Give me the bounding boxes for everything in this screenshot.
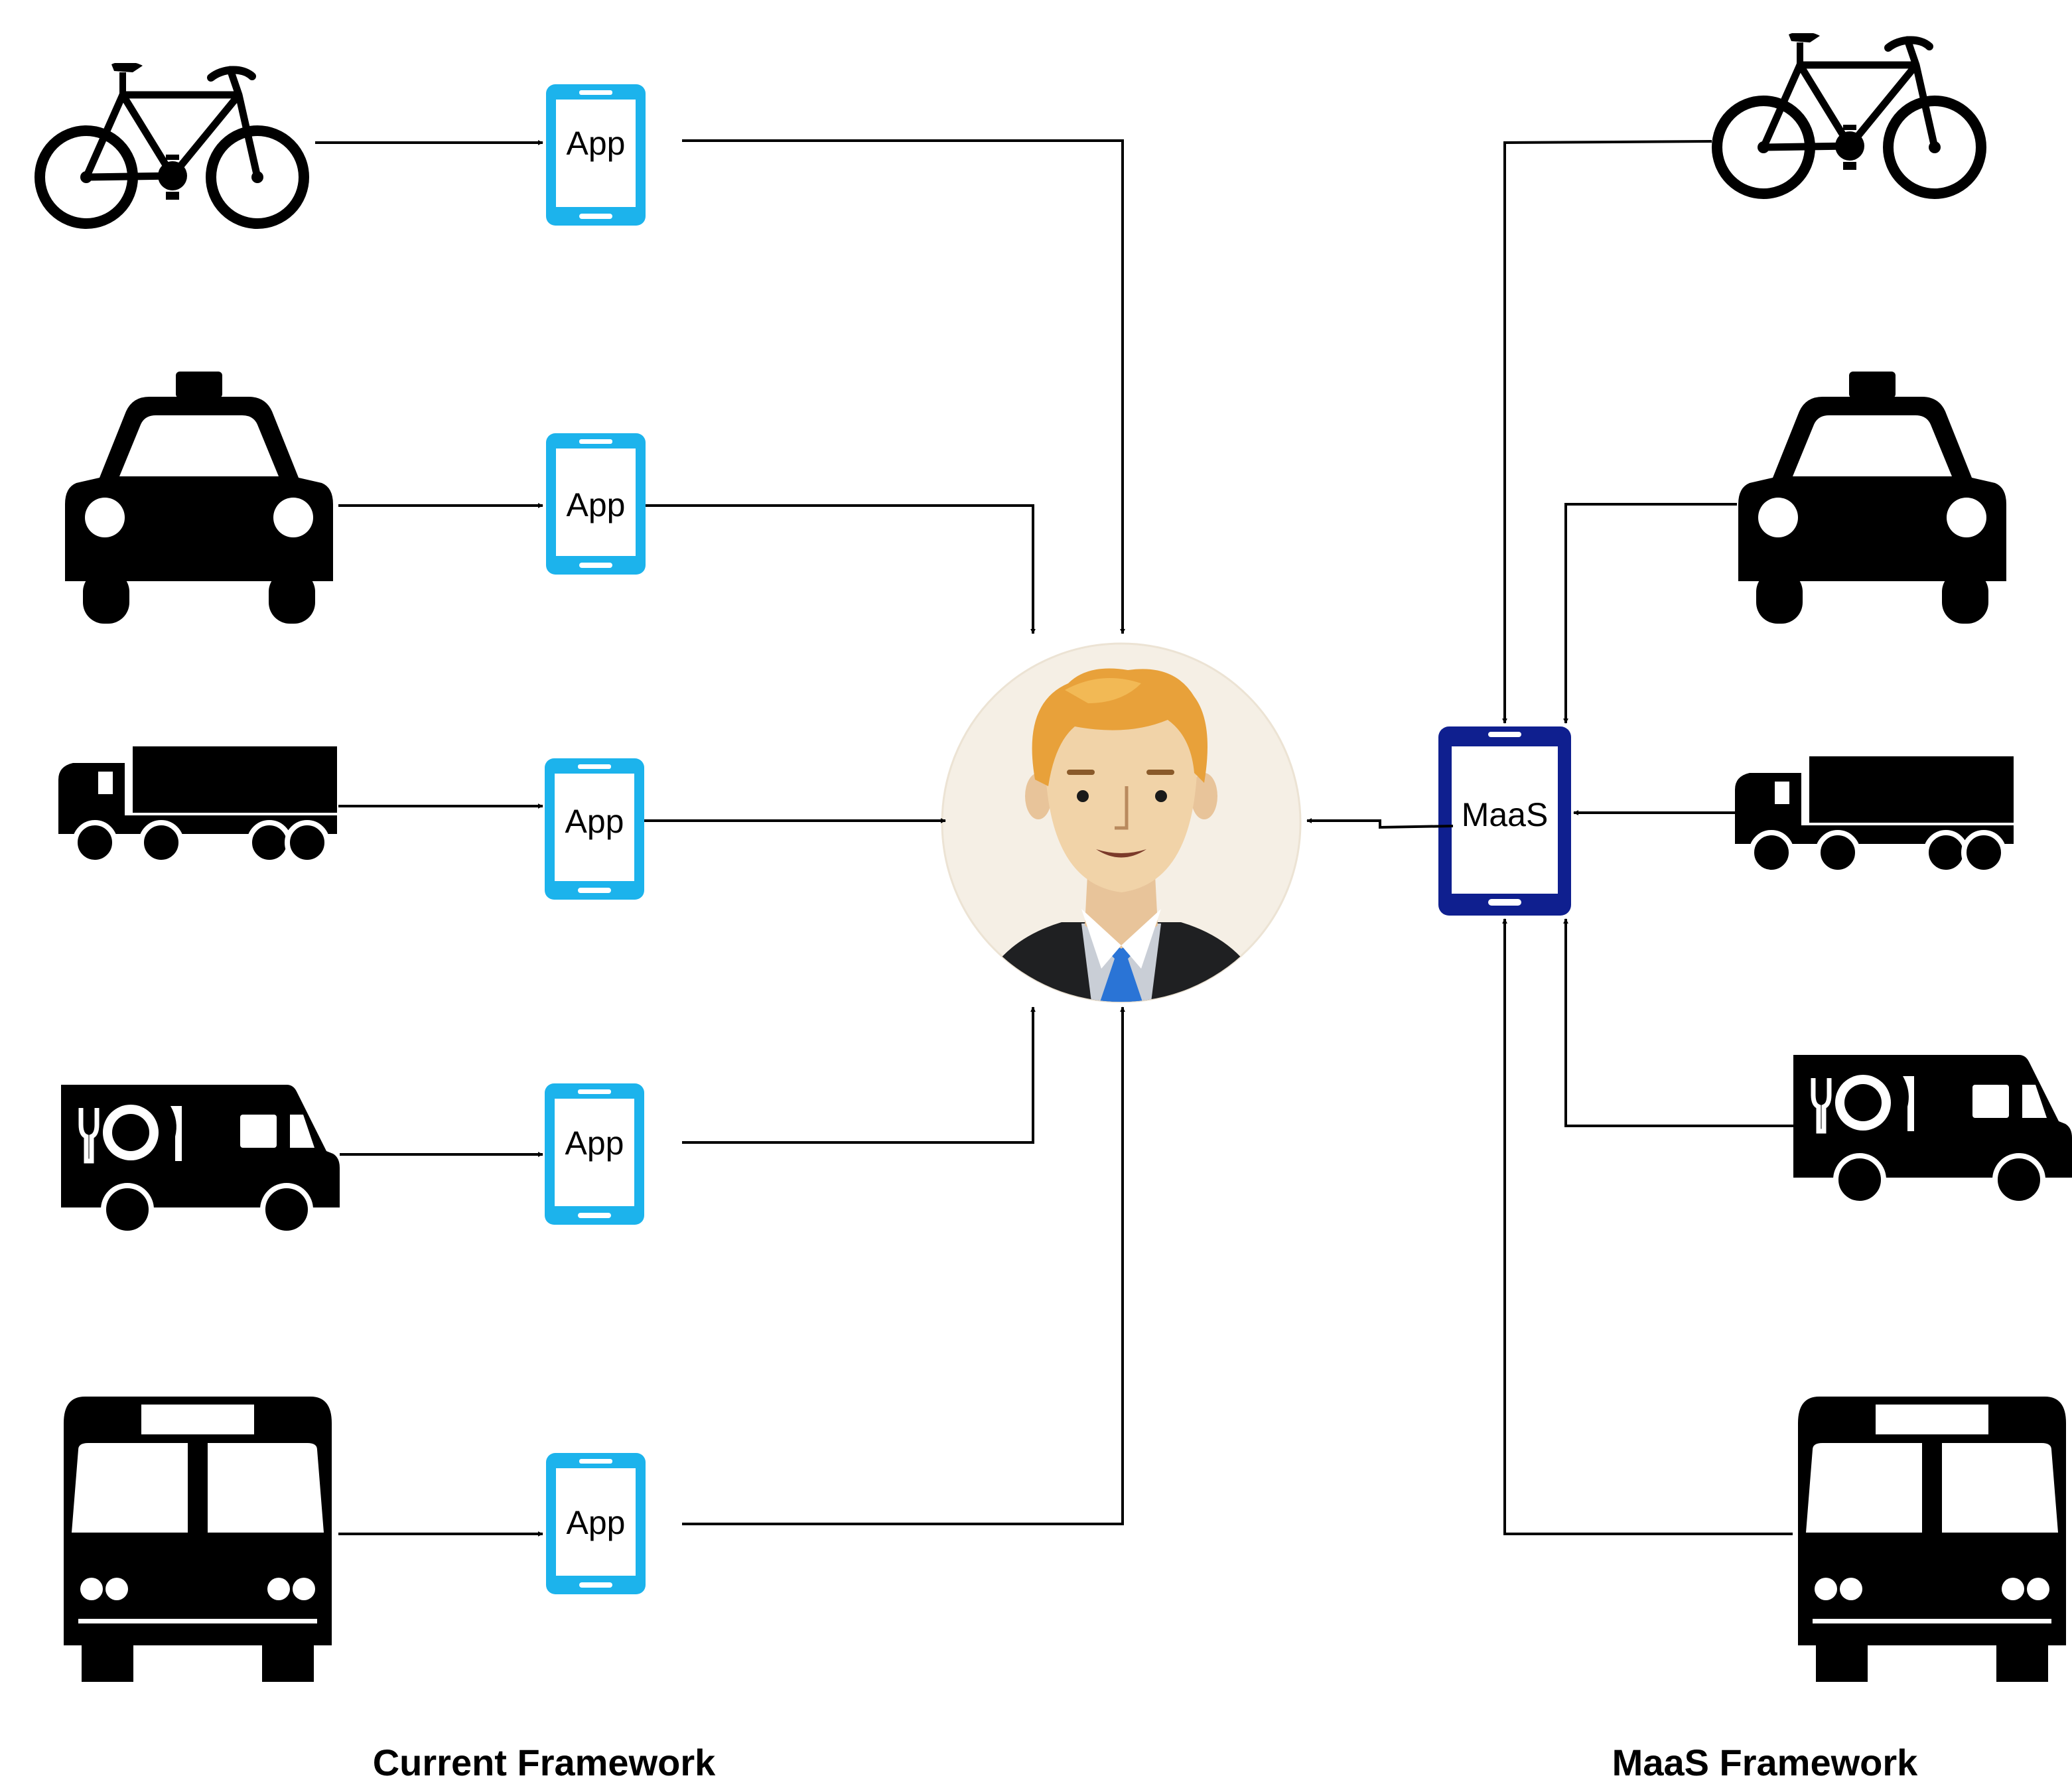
edge-bicycle-to-maas: [1502, 140, 1712, 724]
app-phone[interactable]: App: [546, 1453, 646, 1594]
app-label: App: [565, 803, 624, 840]
edge-app1-to-user: [682, 139, 1125, 634]
bus-icon: [1798, 1397, 2066, 1682]
bicycle-icon: [40, 62, 304, 224]
app-label: App: [565, 1125, 624, 1162]
truck-icon: [1735, 756, 2014, 872]
app-phone[interactable]: App: [545, 1083, 644, 1225]
edge-app2-to-user: [646, 504, 1036, 634]
user-avatar-icon: [941, 642, 1302, 1003]
edge-bus-to-maas: [1502, 918, 1793, 1535]
app-label: App: [567, 486, 626, 523]
taxi-icon: [65, 372, 333, 624]
food-truck-icon: [1793, 1055, 2072, 1204]
current-framework-caption: Current Framework: [373, 1742, 716, 1783]
bus-icon: [64, 1397, 332, 1682]
maas-framework-caption: MaaS Framework: [1612, 1742, 1918, 1783]
edge-maas-to-user: [1306, 818, 1454, 829]
app-label: App: [567, 1504, 626, 1541]
edge-taxi-to-maas: [1563, 503, 1737, 724]
taxi-icon: [1738, 372, 2006, 624]
food-truck-icon: [61, 1085, 340, 1233]
app-label: App: [567, 125, 626, 162]
app-phone[interactable]: App: [546, 84, 646, 226]
edge-app5-to-user: [682, 1006, 1125, 1525]
edge-app4-to-user: [682, 1006, 1036, 1144]
app-phone[interactable]: App: [546, 433, 646, 575]
maas-hub-label: MaaS: [1462, 796, 1549, 833]
app-phone[interactable]: App: [545, 758, 644, 900]
bicycle-icon: [1717, 32, 1981, 194]
truck-icon: [58, 746, 337, 862]
maas-hub-phone[interactable]: MaaS: [1438, 726, 1571, 916]
edge-foodtruck-to-maas: [1563, 918, 1795, 1127]
